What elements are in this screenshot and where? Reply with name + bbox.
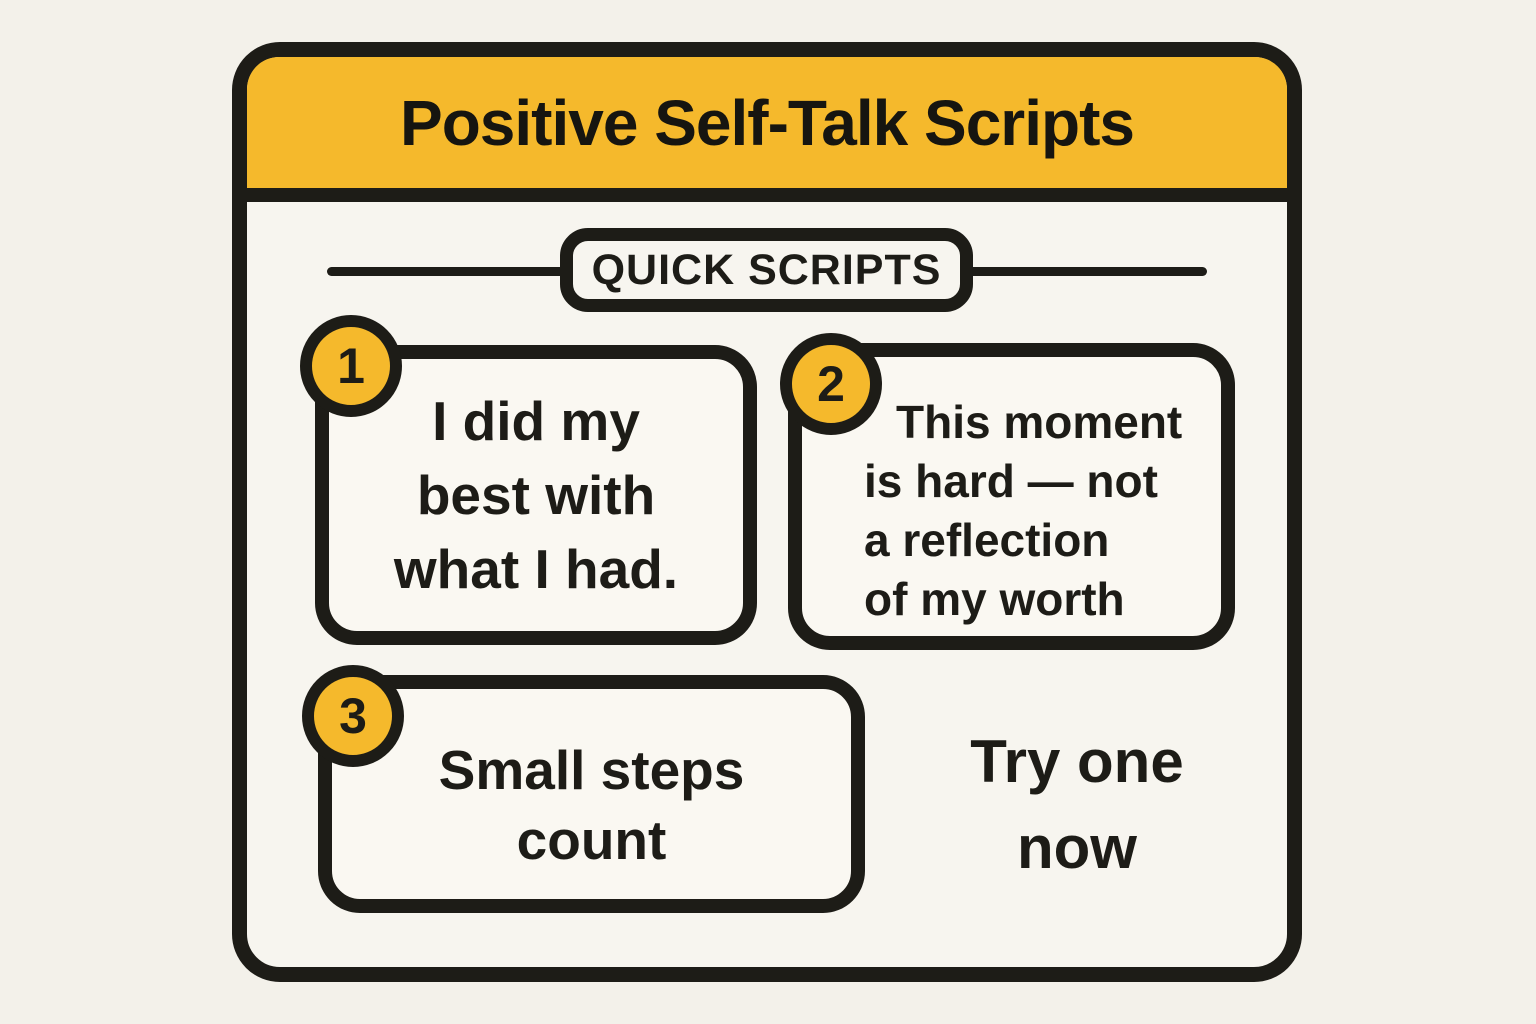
- poster-title: Positive Self-Talk Scripts: [400, 86, 1135, 159]
- number-badge-2-label: 2: [817, 356, 845, 412]
- number-badge-2: 2: [780, 333, 882, 435]
- number-badge-3-label: 3: [339, 688, 367, 744]
- script-card-3: Small steps count: [318, 675, 865, 913]
- script-3-line: count: [516, 809, 667, 871]
- section-label-badge: QUICK SCRIPTS: [560, 228, 973, 312]
- script-1-line: what I had.: [393, 538, 679, 600]
- number-badge-3: 3: [302, 665, 404, 767]
- cta-line: now: [1017, 814, 1137, 881]
- script-3-line: Small steps: [438, 739, 745, 801]
- number-badge-1-label: 1: [337, 338, 365, 394]
- script-2-line: This moment: [896, 396, 1183, 448]
- section-label-text: QUICK SCRIPTS: [591, 245, 942, 294]
- script-2-line: a reflection: [864, 514, 1110, 566]
- script-1-line: best with: [416, 464, 656, 526]
- self-talk-poster: Positive Self-Talk Scripts QUICK SCRIPTS…: [232, 42, 1302, 982]
- script-2-line: is hard — not: [864, 455, 1158, 507]
- script-card-2: This moment is hard — not a reflection o…: [788, 343, 1235, 650]
- script-1-line: I did my: [432, 390, 640, 452]
- number-badge-1: 1: [300, 315, 402, 417]
- cta-line: Try one: [970, 728, 1184, 795]
- script-2-line: of my worth: [864, 573, 1125, 625]
- cta-text: Try one now: [887, 719, 1267, 891]
- script-card-1: I did my best with what I had.: [315, 345, 757, 645]
- poster-header: Positive Self-Talk Scripts: [247, 57, 1287, 202]
